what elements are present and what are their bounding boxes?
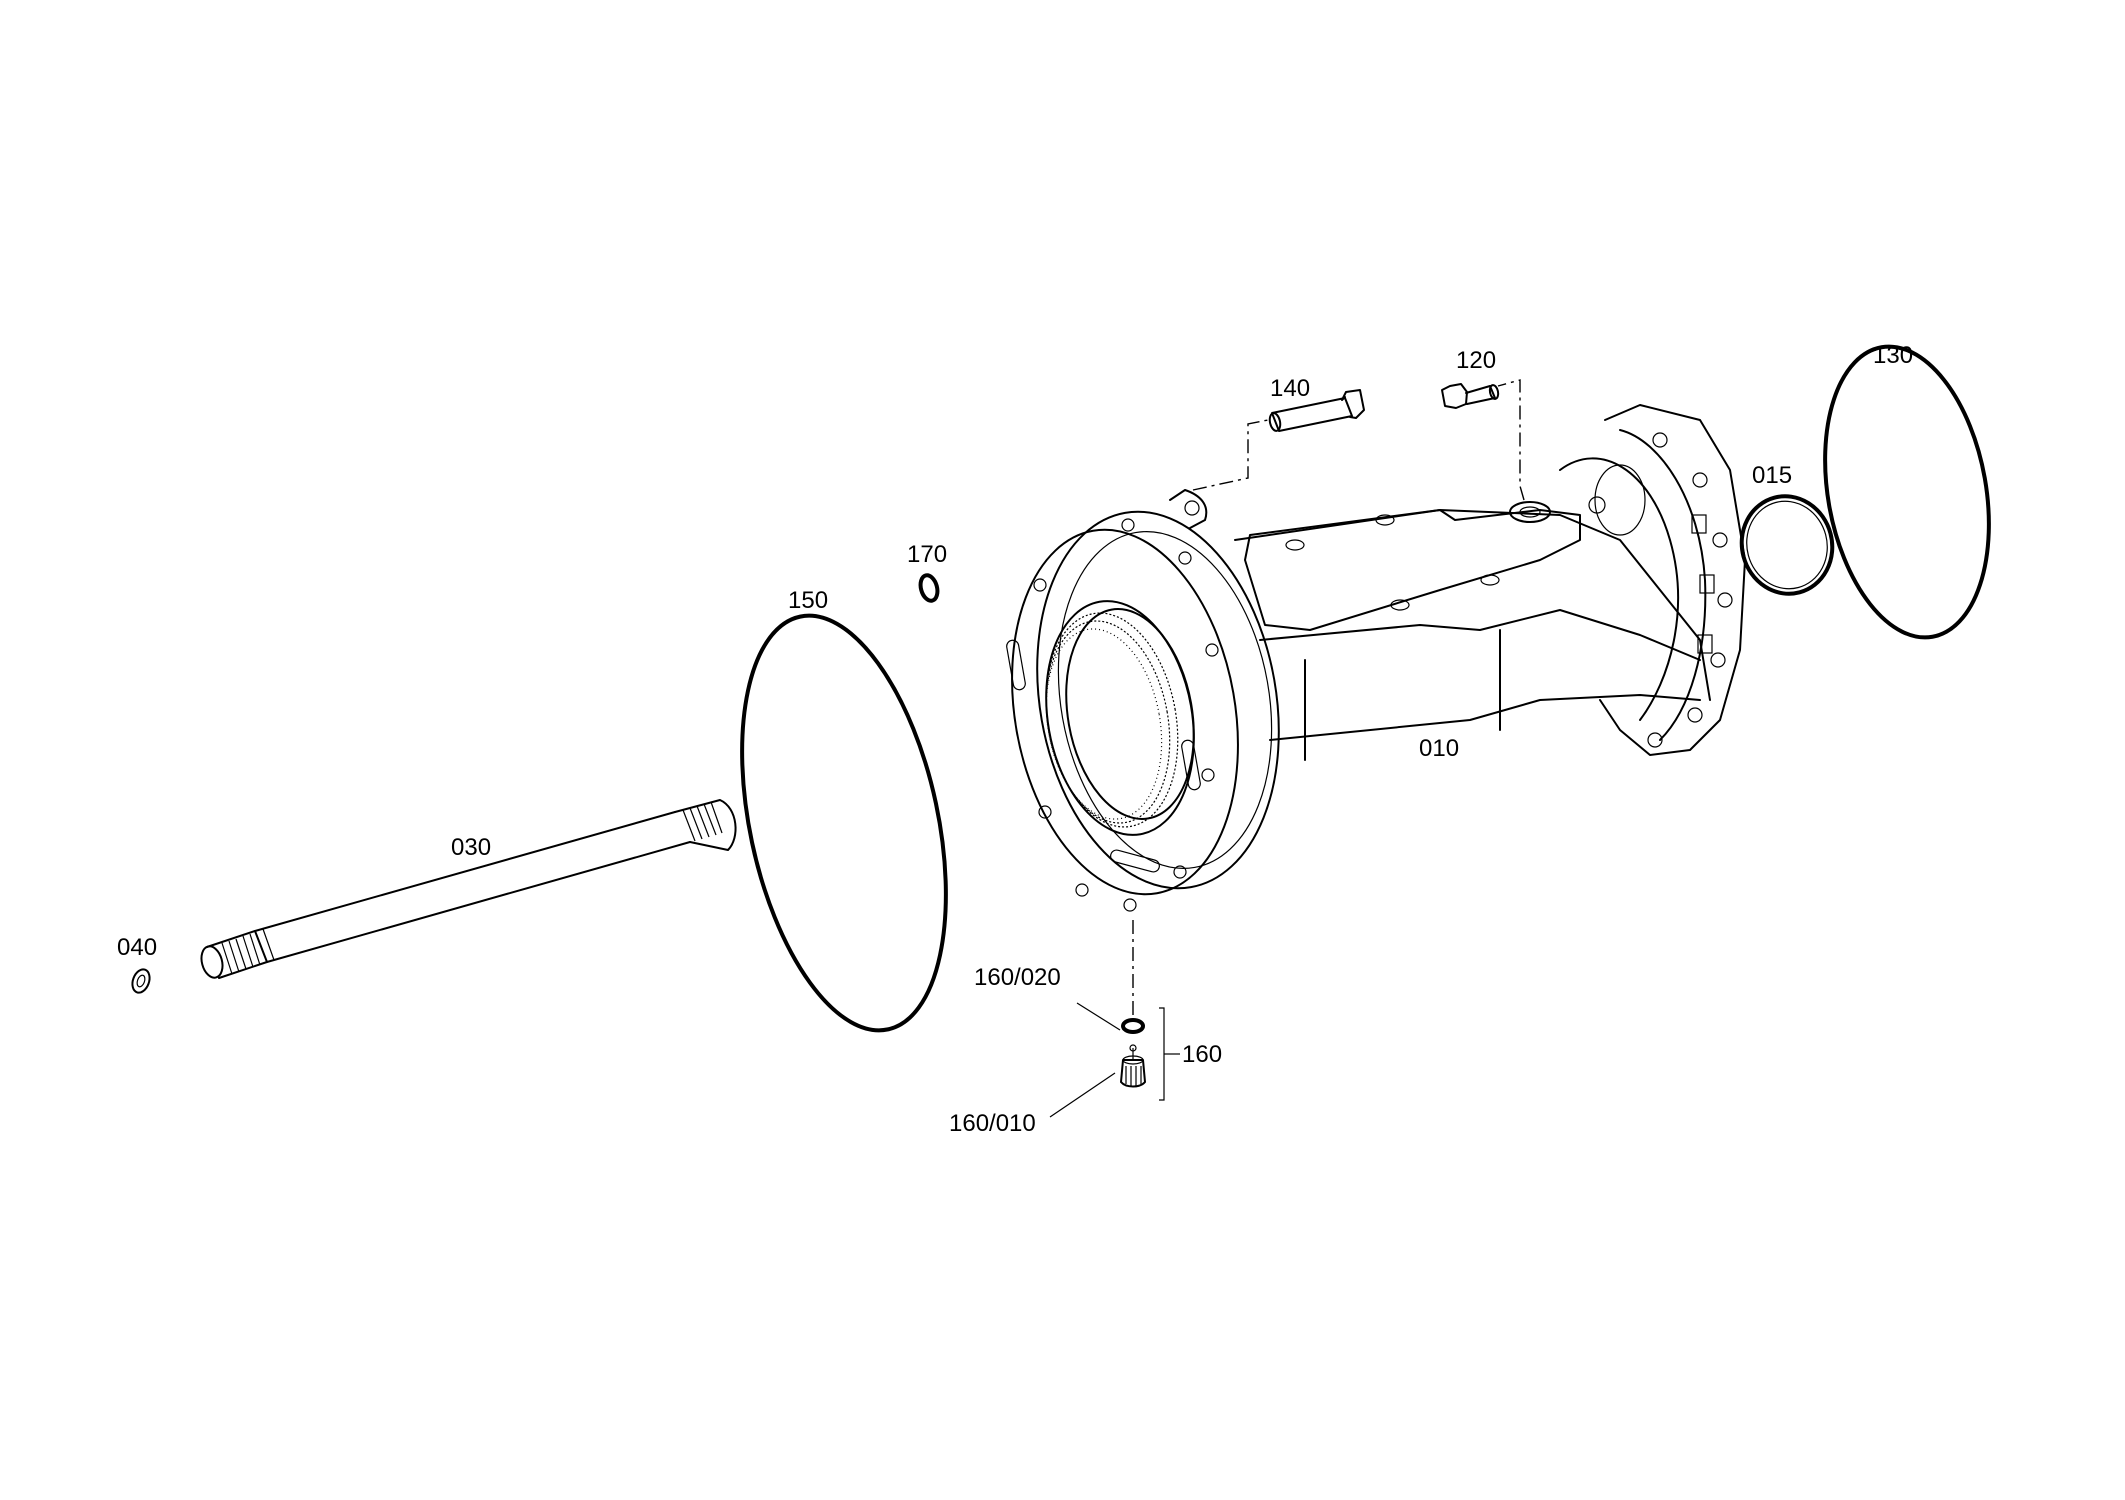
label-160-020: 160/020 (974, 964, 1061, 991)
label-130: 130 (1873, 342, 1913, 369)
label-040: 040 (117, 934, 157, 961)
label-030: 030 (451, 834, 491, 861)
right-flange-bolts (1647, 432, 1733, 748)
label-160: 160 (1182, 1041, 1222, 1068)
label-010: 010 (1419, 735, 1459, 762)
label-015: 015 (1752, 462, 1792, 489)
label-150: 150 (788, 587, 828, 614)
part-170-o-ring (918, 573, 940, 603)
ring-gear-teeth (1045, 612, 1179, 828)
label-140: 140 (1270, 375, 1310, 402)
part-150-o-ring (740, 613, 948, 1033)
leader-lines (1049, 1002, 1121, 1118)
part-160-breather-assembly (1120, 1007, 1180, 1101)
part-130-o-ring (1823, 344, 1991, 640)
part-040-washer (131, 968, 151, 994)
part-030-axle-shaft (200, 799, 737, 979)
callout-labels: 040 030 150 170 140 120 130 015 010 160/… (117, 342, 1913, 1137)
right-spline-hatching (682, 801, 723, 842)
alignment-lines (1132, 379, 1525, 1015)
label-120: 120 (1456, 347, 1496, 374)
part-140-bolt (1268, 389, 1365, 432)
part-010-axle-housing (1006, 404, 1746, 912)
knurl-lines (1125, 1066, 1142, 1086)
part-120-bolt (1441, 383, 1500, 409)
left-spline-hatching (221, 933, 261, 975)
label-170: 170 (907, 541, 947, 568)
label-160-010: 160/010 (949, 1110, 1036, 1137)
part-015-o-ring (1739, 494, 1835, 596)
flange-holes (1033, 518, 1219, 912)
